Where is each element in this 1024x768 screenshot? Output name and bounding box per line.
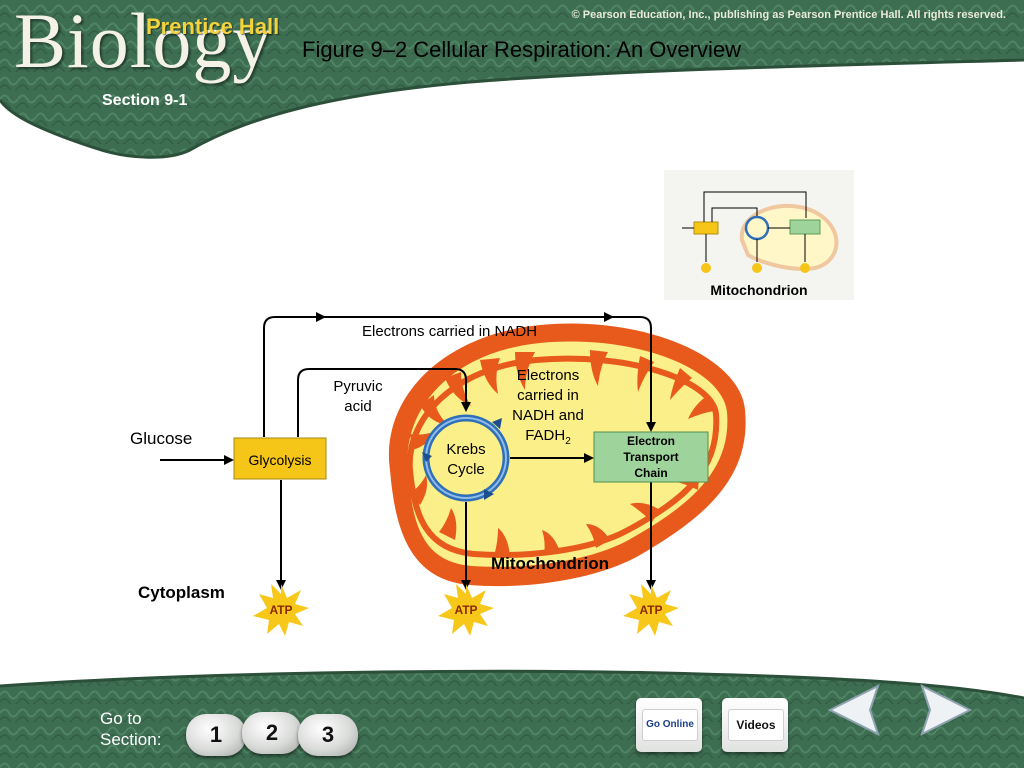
- mitochondrion-shape: [388, 323, 746, 587]
- section-label: Section 9-1: [102, 92, 188, 109]
- right-arrow-icon[interactable]: [912, 682, 974, 738]
- atp-label-krebs: ATP: [454, 603, 478, 617]
- go-online-label: Go Online: [642, 709, 698, 741]
- videos-label: Videos: [728, 709, 784, 741]
- label-glucose: Glucose: [130, 429, 193, 448]
- glycolysis-box: [233, 437, 327, 480]
- arrow-electrons-nadh: [263, 316, 656, 437]
- label-electrons-nadh-fadh2: Electrons carried in NADH and FADH2: [512, 367, 584, 447]
- atp-label-glycolysis: ATP: [269, 603, 293, 617]
- electron-transport-chain-box: [593, 431, 709, 483]
- logo-sub: Prentice Hall: [146, 14, 280, 39]
- header-banner: [0, 0, 1024, 159]
- krebs-cycle-circle: [422, 414, 510, 502]
- inset-thumbnail: [664, 170, 854, 300]
- section-1-button[interactable]: 1: [186, 714, 246, 756]
- section-2-button[interactable]: 2: [242, 712, 302, 754]
- label-cytoplasm: Cytoplasm: [138, 583, 225, 602]
- go-to-section-label: Go to Section:: [100, 709, 162, 749]
- section-3-button[interactable]: 3: [298, 714, 358, 756]
- label-glycolysis: Glycolysis: [248, 452, 312, 468]
- label-mitochondrion: Mitochondrion: [491, 554, 610, 573]
- slide-title: Figure 9–2 Cellular Respiration: An Over…: [302, 37, 741, 62]
- go-online-button[interactable]: Go Online: [636, 698, 702, 752]
- inset-label: Mitochondrion: [710, 282, 808, 298]
- left-arrow-icon[interactable]: [826, 682, 888, 738]
- atp-burst-etc: [623, 584, 679, 636]
- atp-burst-glycolysis: [253, 584, 309, 636]
- arrow-pyruvic-acid: [297, 368, 471, 437]
- atp-burst-krebs: [438, 584, 494, 636]
- label-electrons-nadh: Electrons carried in NADH: [362, 323, 538, 340]
- copyright-notice: © Pearson Education, Inc., publishing as…: [571, 9, 1006, 21]
- atp-label-etc: ATP: [639, 603, 663, 617]
- logo-main: Biology: [14, 0, 273, 84]
- videos-button[interactable]: Videos: [722, 698, 788, 752]
